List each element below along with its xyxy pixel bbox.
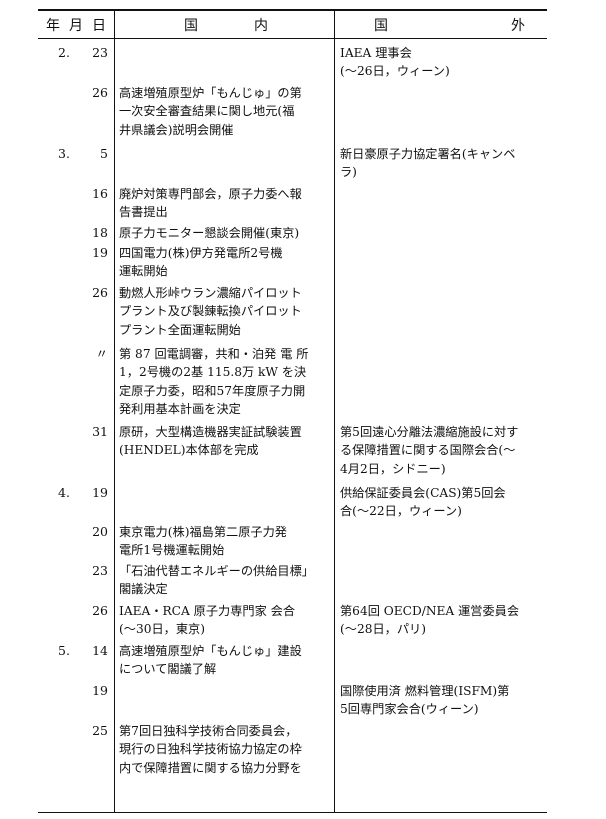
header-foreign-char-1: 国 [374, 17, 388, 34]
row-domestic-event: 「石油代替エネルギーの供給目標」閣議決定 [119, 562, 331, 599]
row-day: 16 [92, 186, 108, 201]
header-domestic-char-2: 内 [254, 17, 268, 34]
domestic-event-line: 第7回日独科学技術合同委員会， [119, 724, 298, 738]
row-foreign-event: 第5回遠心分離法濃縮施設に対する保障措置に関する国際会合(～ 4月2日，シドニー) [340, 423, 546, 478]
column-divider-domestic [334, 11, 335, 812]
foreign-event-line: (～28日，パリ) [340, 622, 426, 637]
row-domestic-event: 東京電力(株)福島第二原子力発電所1号機運転開始 [119, 523, 331, 560]
domestic-event-line: 閣議決定 [119, 582, 168, 597]
row-day: 18 [92, 225, 108, 240]
domestic-event-line: IAEA・RCA 原子力専門家 会合 [119, 604, 296, 618]
row-day: 19 [92, 683, 108, 698]
row-day: 26 [92, 285, 108, 300]
domestic-event-line: 一次安全審査結果に関し地元(福 [119, 104, 295, 119]
domestic-event-line: 告書提出 [119, 205, 168, 220]
row-day: 25 [92, 723, 108, 738]
row-day: 20 [92, 524, 108, 539]
foreign-event-line: 新日豪原子力協定署名(キャンベ [340, 147, 516, 161]
row-foreign-event: 供給保証委員会(CAS)第5回会合(～22日，ウィーン) [340, 484, 546, 521]
row-day: 26 [92, 85, 108, 100]
domestic-event-line: 運転開始 [119, 264, 168, 279]
row-day: 23 [92, 45, 108, 60]
chronology-table: 年 月 日 国 内 国 外 2. 23 IAEA 理事会 (～26日，ウィーン) 26 高… [38, 9, 547, 813]
row-foreign-event: 第64回 OECD/NEA 運営委員会 (～28日，パリ) [340, 602, 546, 639]
foreign-event-line: る保障措置に関する国際会合(～ [340, 443, 516, 458]
domestic-event-line: 現行の日独科学技術協力協定の枠 [119, 742, 302, 757]
domestic-event-line: について閣議了解 [119, 662, 217, 677]
domestic-event-line: 内で保障措置に関する協力分野を [119, 760, 302, 775]
header-domestic: 国 内 [114, 11, 334, 38]
domestic-event-line: 井県議会)説明会開催 [119, 122, 234, 137]
row-foreign-event: 新日豪原子力協定署名(キャンベラ) [340, 145, 546, 182]
header-day: 日 [92, 17, 106, 34]
row-domestic-event: 原子力モニター懇談会開催(東京) [119, 224, 331, 242]
domestic-event-line: 原子力モニター懇談会開催(東京) [119, 226, 300, 240]
domestic-event-line: 東京電力(株)福島第二原子力発 [119, 525, 287, 539]
row-domestic-event: 廃炉対策専門部会，原子力委へ報告書提出 [119, 185, 331, 222]
row-day: 5 [100, 146, 108, 161]
header-foreign: 国 外 [334, 11, 547, 38]
foreign-event-line: 合(～22日，ウィーン) [340, 504, 462, 519]
foreign-event-line: 5回専門家会合(ウィーン) [340, 702, 479, 717]
foreign-event-line: 供給保証委員会(CAS)第5回会 [340, 486, 506, 500]
domestic-event-line: 定原子力委，昭和57年度原子力開 [119, 383, 306, 398]
foreign-event-line: 国際使用済 燃料管理(ISFM)第 [340, 684, 510, 698]
domestic-event-line: プラント及び製錬転換パイロット [119, 304, 302, 319]
domestic-event-line: 1，2号機の2基 115.8万 kW を決 [119, 365, 307, 380]
foreign-event-line: 第5回遠心分離法濃縮施設に対す [340, 425, 519, 439]
row-month: 5. [58, 643, 70, 658]
row-day: 31 [92, 424, 108, 439]
domestic-event-line: 原研，大型構造機器実証試験装置 [119, 425, 302, 439]
row-domestic-event: IAEA・RCA 原子力専門家 会合 (～30日，東京) [119, 602, 331, 639]
foreign-event-line: ラ) [340, 165, 357, 180]
row-domestic-event: 高速増殖原型炉「もんじゅ」の第一次安全審査結果に関し地元(福井県議会)説明会開催 [119, 84, 331, 139]
header-month: 月 [69, 17, 83, 34]
domestic-event-line: 動燃人形峠ウラン濃縮パイロット [119, 286, 302, 300]
foreign-event-line: IAEA 理事会 [340, 46, 412, 60]
row-day: 26 [92, 603, 108, 618]
domestic-event-line: 高速増殖原型炉「もんじゅ」建設 [119, 644, 302, 658]
row-domestic-event: 第 87 回電調審，共和・泊発 電 所 1，2号機の2基 115.8万 kW を決… [119, 345, 331, 419]
domestic-event-line: 四国電力(株)伊方発電所2号機 [119, 246, 283, 260]
table-header: 年 月 日 国 内 国 外 [38, 11, 547, 39]
row-domestic-event: 動燃人形峠ウラン濃縮パイロットプラント及び製錬転換パイロットプラント全面運転開始 [119, 284, 331, 339]
domestic-event-line: 高速増殖原型炉「もんじゅ」の第 [119, 86, 302, 100]
domestic-event-line: (HENDEL)本体部を完成 [119, 443, 259, 458]
domestic-event-line: 第 87 回電調審，共和・泊発 電 所 [119, 347, 309, 361]
row-foreign-event: 国際使用済 燃料管理(ISFM)第 5回専門家会合(ウィーン) [340, 682, 546, 719]
row-domestic-event: 第7回日独科学技術合同委員会， 現行の日独科学技術協力協定の枠内で保障措置に関する… [119, 722, 331, 777]
row-domestic-event: 四国電力(株)伊方発電所2号機運転開始 [119, 244, 331, 281]
row-day: 19 [92, 485, 108, 500]
header-year: 年 [46, 17, 60, 34]
row-month: 4. [58, 485, 70, 500]
foreign-event-line: 4月2日，シドニー) [340, 461, 446, 476]
row-day: 23 [92, 563, 108, 578]
header-domestic-char-1: 国 [184, 17, 198, 34]
row-foreign-event: IAEA 理事会 (～26日，ウィーン) [340, 44, 546, 81]
row-day: 〃 [95, 346, 108, 361]
column-divider-date [114, 11, 115, 812]
header-foreign-char-2: 外 [511, 17, 525, 34]
domestic-event-line: 電所1号機運転開始 [119, 543, 225, 558]
row-domestic-event: 原研，大型構造機器実証試験装置 (HENDEL)本体部を完成 [119, 423, 331, 460]
domestic-event-line: 廃炉対策専門部会，原子力委へ報 [119, 187, 302, 201]
foreign-event-line: (～26日，ウィーン) [340, 64, 450, 79]
row-month: 2. [58, 45, 70, 60]
row-day: 19 [92, 245, 108, 260]
foreign-event-line: 第64回 OECD/NEA 運営委員会 [340, 604, 520, 618]
domestic-event-line: 「石油代替エネルギーの供給目標」 [119, 564, 314, 578]
domestic-event-line: 発利用基本計画を決定 [119, 402, 241, 417]
domestic-event-line: プラント全面運転開始 [119, 322, 241, 337]
row-day: 14 [92, 643, 108, 658]
row-domestic-event: 高速増殖原型炉「もんじゅ」建設について閣議了解 [119, 642, 331, 679]
row-month: 3. [58, 146, 70, 161]
header-date: 年 月 日 [38, 11, 114, 38]
domestic-event-line: (～30日，東京) [119, 622, 205, 637]
